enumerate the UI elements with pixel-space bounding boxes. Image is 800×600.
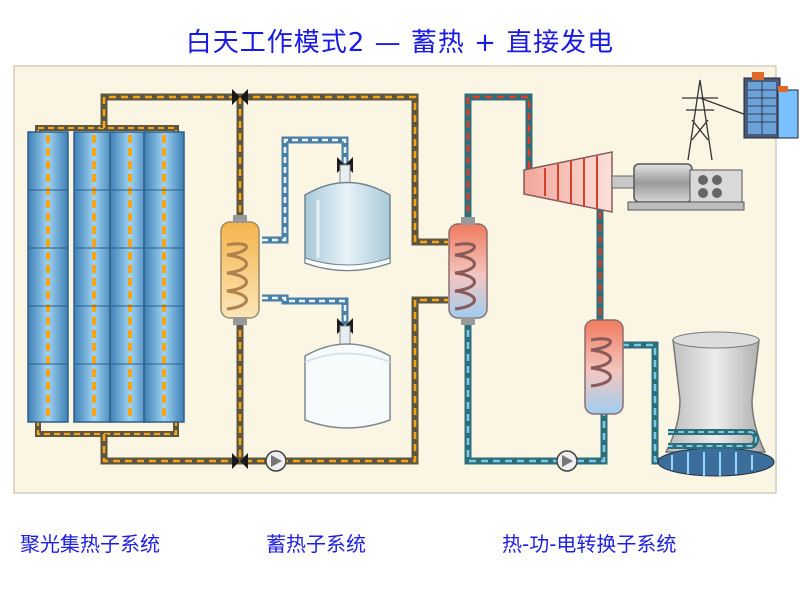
solar-collector-field xyxy=(27,125,185,437)
pump-icon xyxy=(265,450,287,472)
mirror-column xyxy=(73,131,115,423)
pump-icon xyxy=(556,450,578,472)
hot-storage-tank xyxy=(304,164,391,272)
condenser xyxy=(584,319,624,415)
caption-power-subsystem: 热-功-电转换子系统 xyxy=(502,532,677,556)
steam-generator xyxy=(448,217,488,325)
generator xyxy=(627,163,745,211)
transmission-tower-icon xyxy=(682,79,761,161)
storage-heat-exchanger xyxy=(220,215,260,325)
power-loop-pipes xyxy=(464,93,680,465)
mirror-column xyxy=(143,131,185,423)
caption-solar-subsystem: 聚光集热子系统 xyxy=(20,532,160,556)
city-buildings-icon xyxy=(743,72,799,139)
diagram-title: 白天工作模式2 — 蓄热 + 直接发电 xyxy=(185,28,615,58)
valve-icon xyxy=(232,89,248,105)
cooling-tower xyxy=(657,331,775,477)
storage-transfer-pipes xyxy=(262,136,349,326)
mirror-column xyxy=(27,131,69,423)
valve-icon xyxy=(232,453,248,469)
hot-oil-pipes xyxy=(100,93,448,465)
cold-storage-tank xyxy=(304,325,391,429)
caption-storage-subsystem: 蓄热子系统 xyxy=(266,532,366,556)
